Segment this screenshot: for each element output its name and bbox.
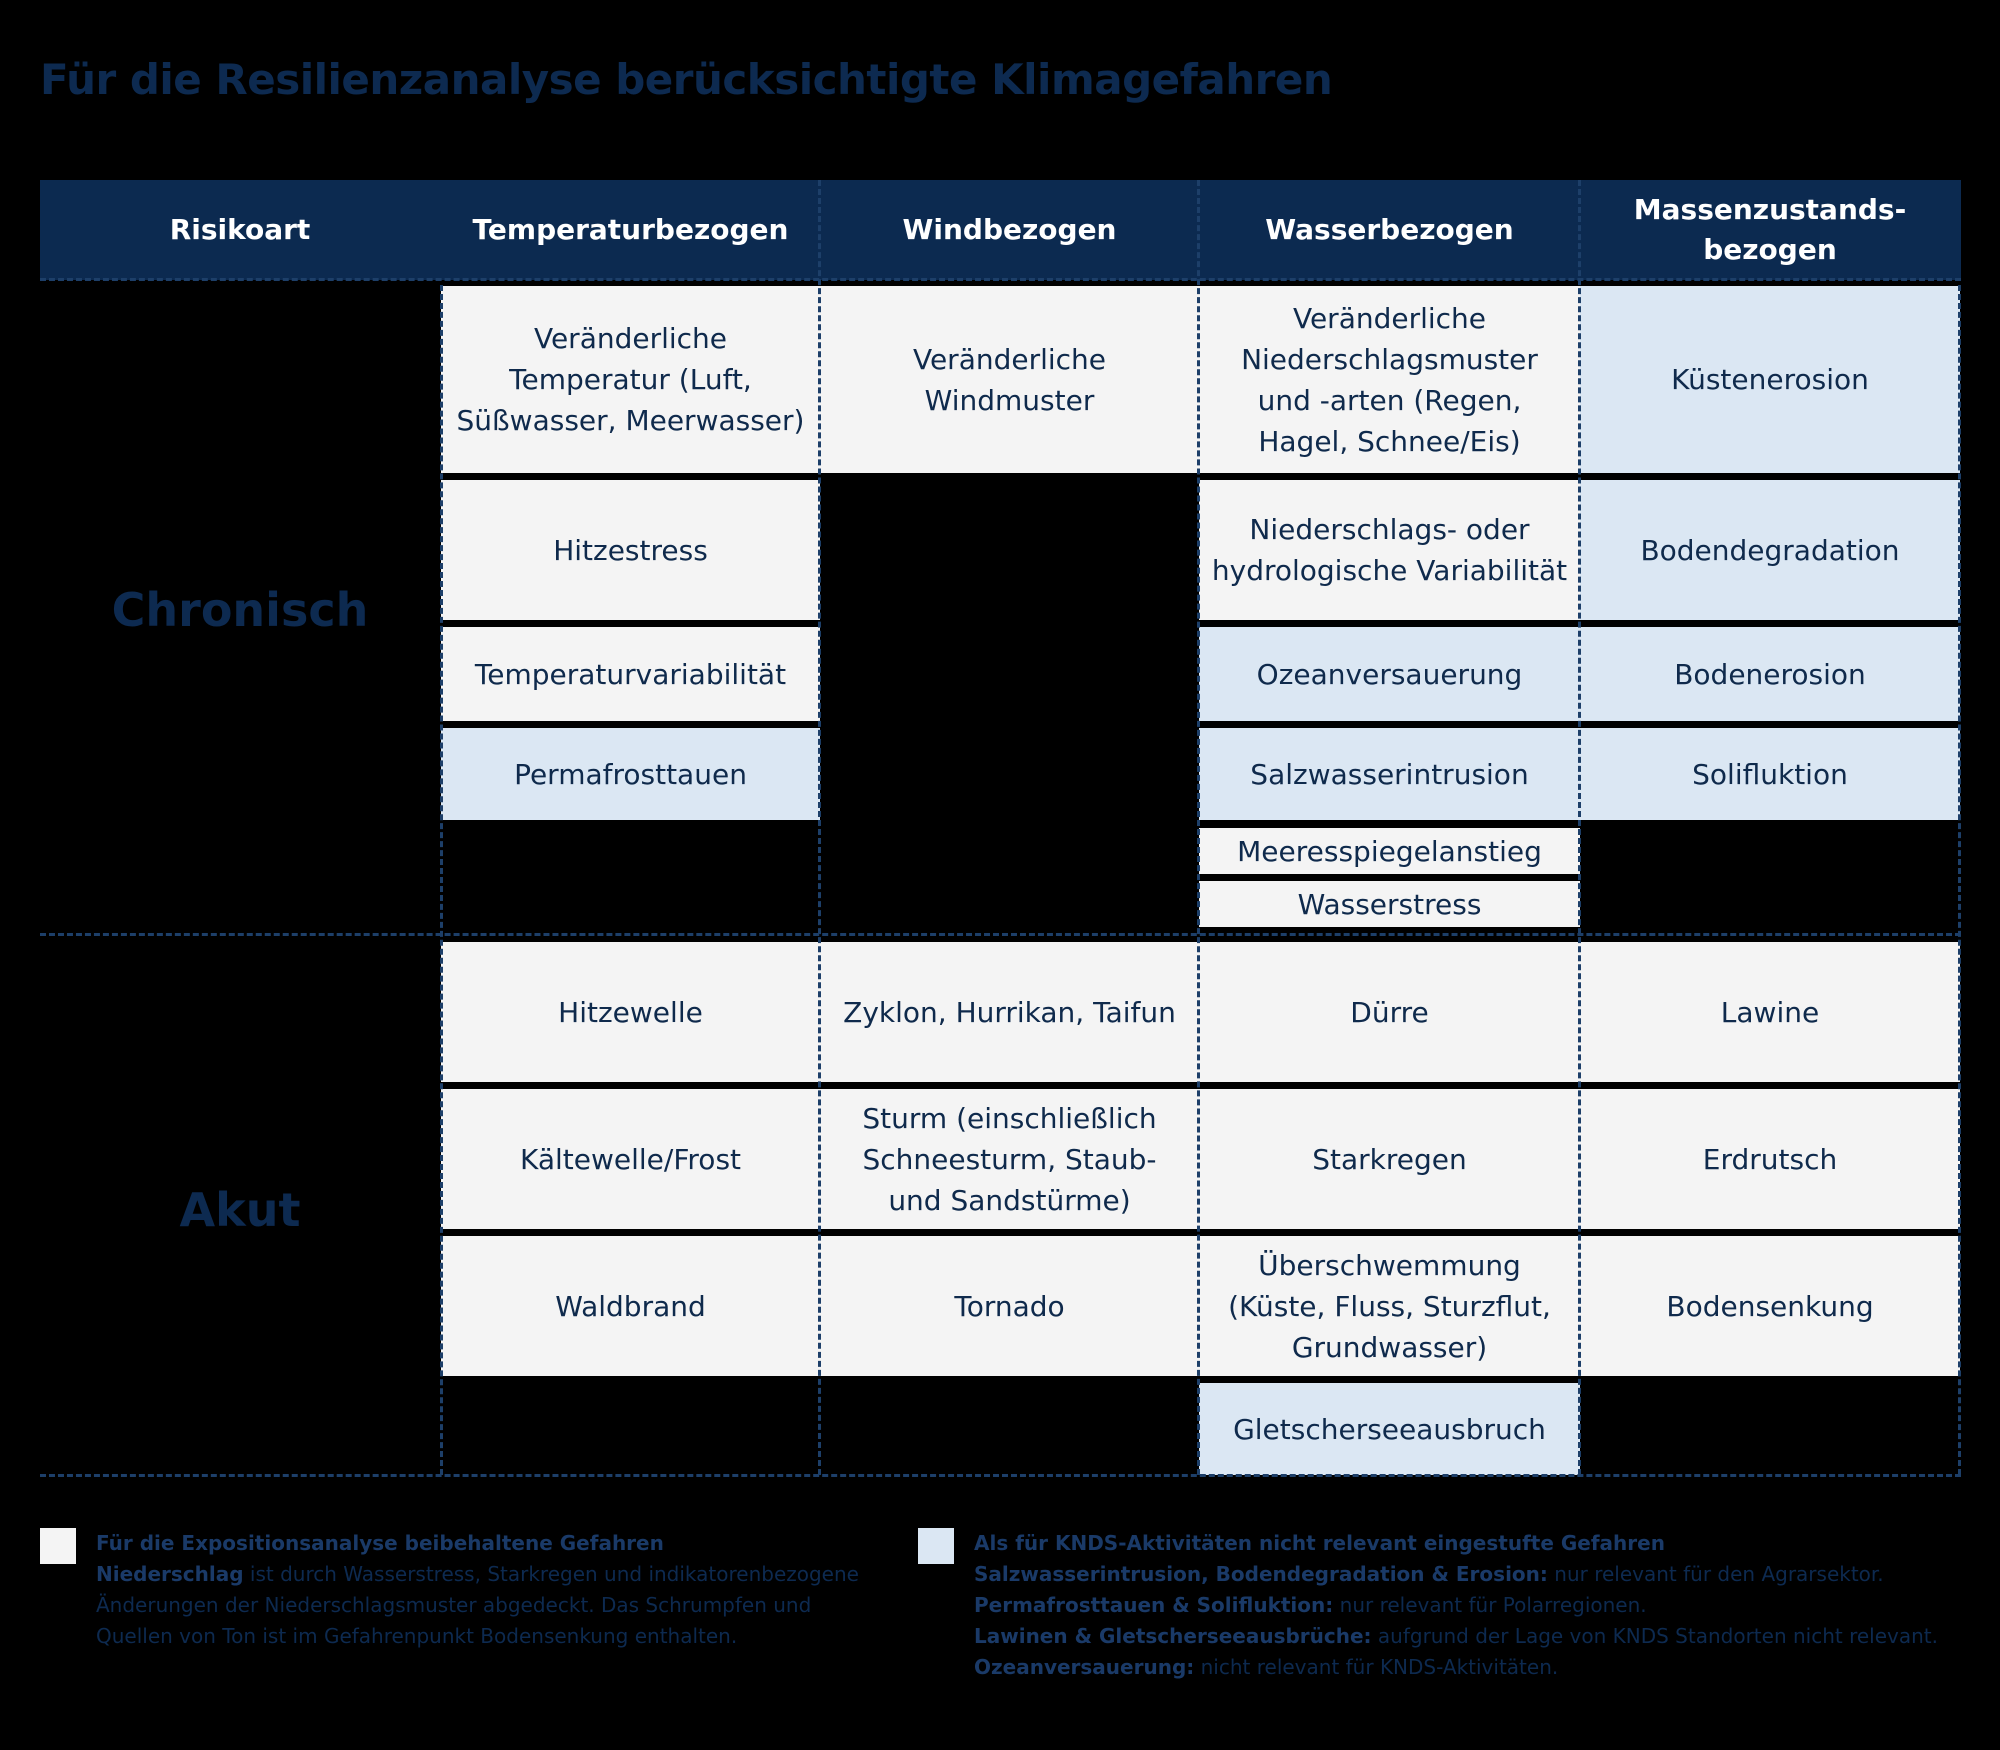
hazard-cell: Kältewelle/Frost [441, 1089, 820, 1229]
column-divider [1578, 180, 1581, 1475]
legend-line3-text: aufgrund der Lage von KNDS Standorten ni… [1371, 1624, 1939, 1648]
hazard-cell: Solifluktion [1580, 728, 1960, 820]
legend-not-relevant-title: Als für KNDS-Aktivitäten nicht relevant … [974, 1531, 1665, 1555]
legend-line4-text: nicht relevant für KNDS-Aktivitäten. [1194, 1655, 1559, 1679]
legend-swatch-retained [40, 1528, 76, 1564]
header-mass-line1: Massenzustands- [1633, 193, 1907, 226]
legend-line3-bold: Lawinen & Gletscherseeausbrüche: [974, 1624, 1372, 1648]
hazard-cell: Veränderliche Windmuster [820, 286, 1199, 473]
hazard-cell: Wasserstress [1199, 881, 1580, 927]
page-title: Für die Resilienzanalyse berücksichtigte… [40, 55, 1333, 104]
hazard-cell: Waldbrand [441, 1236, 820, 1376]
header-mass-line2: bezogen [1703, 233, 1837, 266]
hazard-cell: Veränderliche Temperatur (Luft, Süßwasse… [441, 286, 820, 473]
header-risk-type: Risikoart [169, 213, 311, 246]
row-label-chronic: Chronisch [111, 583, 369, 637]
hazard-cell: Bodensenkung [1580, 1236, 1960, 1376]
column-divider [1197, 180, 1200, 1475]
hazard-cell: Sturm (einschließlich Schneesturm, Staub… [820, 1089, 1199, 1229]
legend-retained-title: Für die Expositionsanalyse beibehaltene … [96, 1531, 664, 1555]
hazard-cell: Überschwemmung (Küste, Fluss, Sturzflut,… [1199, 1236, 1580, 1376]
header-wind: Windbezogen [902, 213, 1117, 246]
column-divider [440, 285, 443, 1475]
hazard-cell: Bodendegradation [1580, 480, 1960, 620]
hazard-cell: Lawine [1580, 942, 1960, 1082]
table-header [40, 180, 1961, 280]
hazard-cell: Temperaturvariabilität [441, 627, 820, 721]
legend-line2-text: nur relevant für Polarregionen. [1333, 1593, 1647, 1617]
hazard-cell: Meeresspiegelanstieg [1199, 828, 1580, 874]
header-divider [40, 278, 1961, 281]
hazard-cell: Starkregen [1199, 1089, 1580, 1229]
legend-line1-text: nur relevant für den Agrarsektor. [1547, 1562, 1884, 1586]
legend-line4-bold: Ozeanversauerung: [974, 1655, 1195, 1679]
hazard-cell: Tornado [820, 1236, 1199, 1376]
hazard-cell: Küstenerosion [1580, 286, 1960, 473]
hazard-cell: Zyklon, Hurrikan, Taifun [820, 942, 1199, 1082]
header-water: Wasserbezogen [1265, 213, 1514, 246]
legend-swatch-not-relevant [918, 1528, 954, 1564]
hazard-cell: Hitzewelle [441, 942, 820, 1082]
hazard-cell: Erdrutsch [1580, 1089, 1960, 1229]
hazard-cell: Permafrosttauen [441, 728, 820, 820]
hazard-cell: Niederschlags- oder hydrologische Variab… [1199, 480, 1580, 620]
hazard-cell: Dürre [1199, 942, 1580, 1082]
hazard-cell: Veränderliche Niederschlagsmuster und -a… [1199, 286, 1580, 473]
legend-line1-bold: Salzwasserintrusion, Bodendegradation & … [974, 1562, 1548, 1586]
column-divider [1958, 285, 1961, 1475]
column-divider [818, 180, 821, 1475]
legend-retained-text: ist durch Wasserstress, Starkregen und i… [96, 1562, 859, 1648]
legend-line2-bold: Permafrosttauen & Solifluktion: [974, 1593, 1334, 1617]
hazard-cell: Hitzestress [441, 480, 820, 620]
hazard-cell: Salzwasserintrusion [1199, 728, 1580, 820]
header-temperature: Temperaturbezogen [472, 213, 789, 246]
section-divider [40, 933, 1961, 936]
legend-retained-bold: Niederschlag [96, 1562, 244, 1586]
row-label-acute: Akut [179, 1183, 301, 1237]
hazard-cell: Ozeanversauerung [1199, 627, 1580, 721]
hazard-cell: Bodenerosion [1580, 627, 1960, 721]
table-bottom-border [40, 1474, 1961, 1477]
header-mass-movement: Massenzustands-bezogen [1580, 180, 1960, 280]
legend-retained: Für die Expositionsanalyse beibehaltene … [96, 1528, 876, 1652]
hazard-cell: Gletscherseeausbruch [1199, 1383, 1580, 1475]
legend-not-relevant: Als für KNDS-Aktivitäten nicht relevant … [974, 1528, 1964, 1683]
